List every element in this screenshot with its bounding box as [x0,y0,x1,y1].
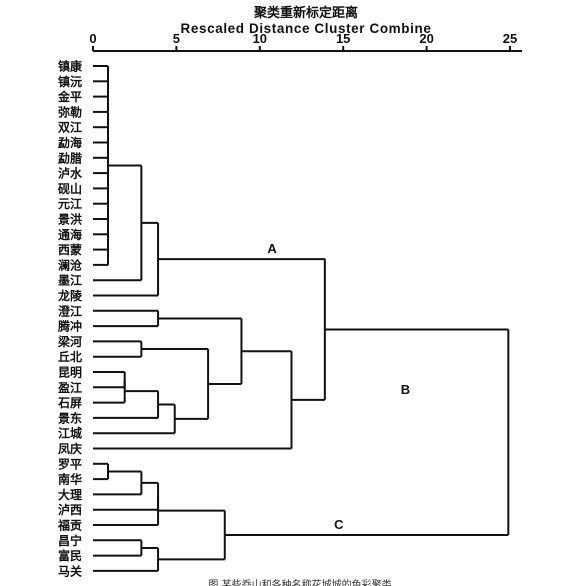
cluster-label: C [334,517,344,532]
leaf-label: 石屏 [57,396,82,410]
figure-caption: 图 某些乔山和各种名称花城城的色彩聚类 [208,578,391,586]
axis-tick-label: 25 [503,31,517,46]
leaf-labels: 镇康镇沅金平弥勒双江勐海勐腊泸水砚山元江景洪通海西蒙澜沧墨江龙陵澄江腾冲梁河丘北… [57,59,83,579]
axis-tick-label: 5 [173,31,180,46]
leaf-label: 丘北 [58,349,82,364]
leaf-label: 江城 [58,426,82,441]
leaf-label: 富民 [58,548,82,563]
leaf-label: 镇沅 [58,74,82,89]
axis-tick-label: 0 [89,31,96,46]
leaf-label: 镇康 [58,59,83,74]
leaf-label: 双江 [58,120,82,135]
leaf-label: 通海 [58,227,82,242]
distance-axis: 0 5 10 15 20 25 [89,31,522,52]
leaf-label: 弥勒 [58,104,82,119]
cluster-label: A [267,241,277,256]
leaf-label: 罗平 [58,456,82,471]
leaf-label: 景洪 [58,212,82,227]
leaf-label: 泸水 [58,166,83,181]
leaf-label: 南华 [58,472,82,487]
leaf-label: 福贡 [57,518,82,533]
leaf-label: 梁河 [57,334,82,349]
axis-tick-label: 15 [336,31,350,46]
leaf-label: 大理 [58,487,82,502]
cluster-labels: A B C [267,241,410,532]
leaf-label: 金平 [57,89,82,104]
leaf-label: 墨江 [58,273,82,288]
dendrogram-links [93,65,510,572]
chart-title-en: Rescaled Distance Cluster Combine [181,21,432,36]
leaf-label: 凤庆 [58,441,82,456]
leaf-label: 西蒙 [58,242,82,257]
leaf-label: 景东 [58,410,82,425]
cluster-label: B [401,382,410,397]
leaf-label: 昌宁 [58,533,82,548]
leaf-label: 腾冲 [57,319,82,334]
leaf-label: 龙陵 [58,288,83,303]
leaf-label: 昆明 [58,366,82,380]
leaf-label: 泸西 [58,502,82,517]
leaf-label: 澄江 [58,303,82,318]
leaf-label: 马关 [58,563,82,578]
leaf-label: 砚山 [58,181,82,196]
axis-tick-label: 10 [253,31,267,46]
leaf-label: 澜沧 [58,257,82,272]
leaf-label: 勐海 [58,135,82,150]
leaf-label: 盈江 [57,380,82,395]
leaf-label: 勐腊 [58,150,82,165]
leaf-label: 元江 [58,196,82,211]
chart-title-cn: 聚类重新标定距离 [253,5,358,21]
axis-tick-label: 20 [419,31,433,46]
